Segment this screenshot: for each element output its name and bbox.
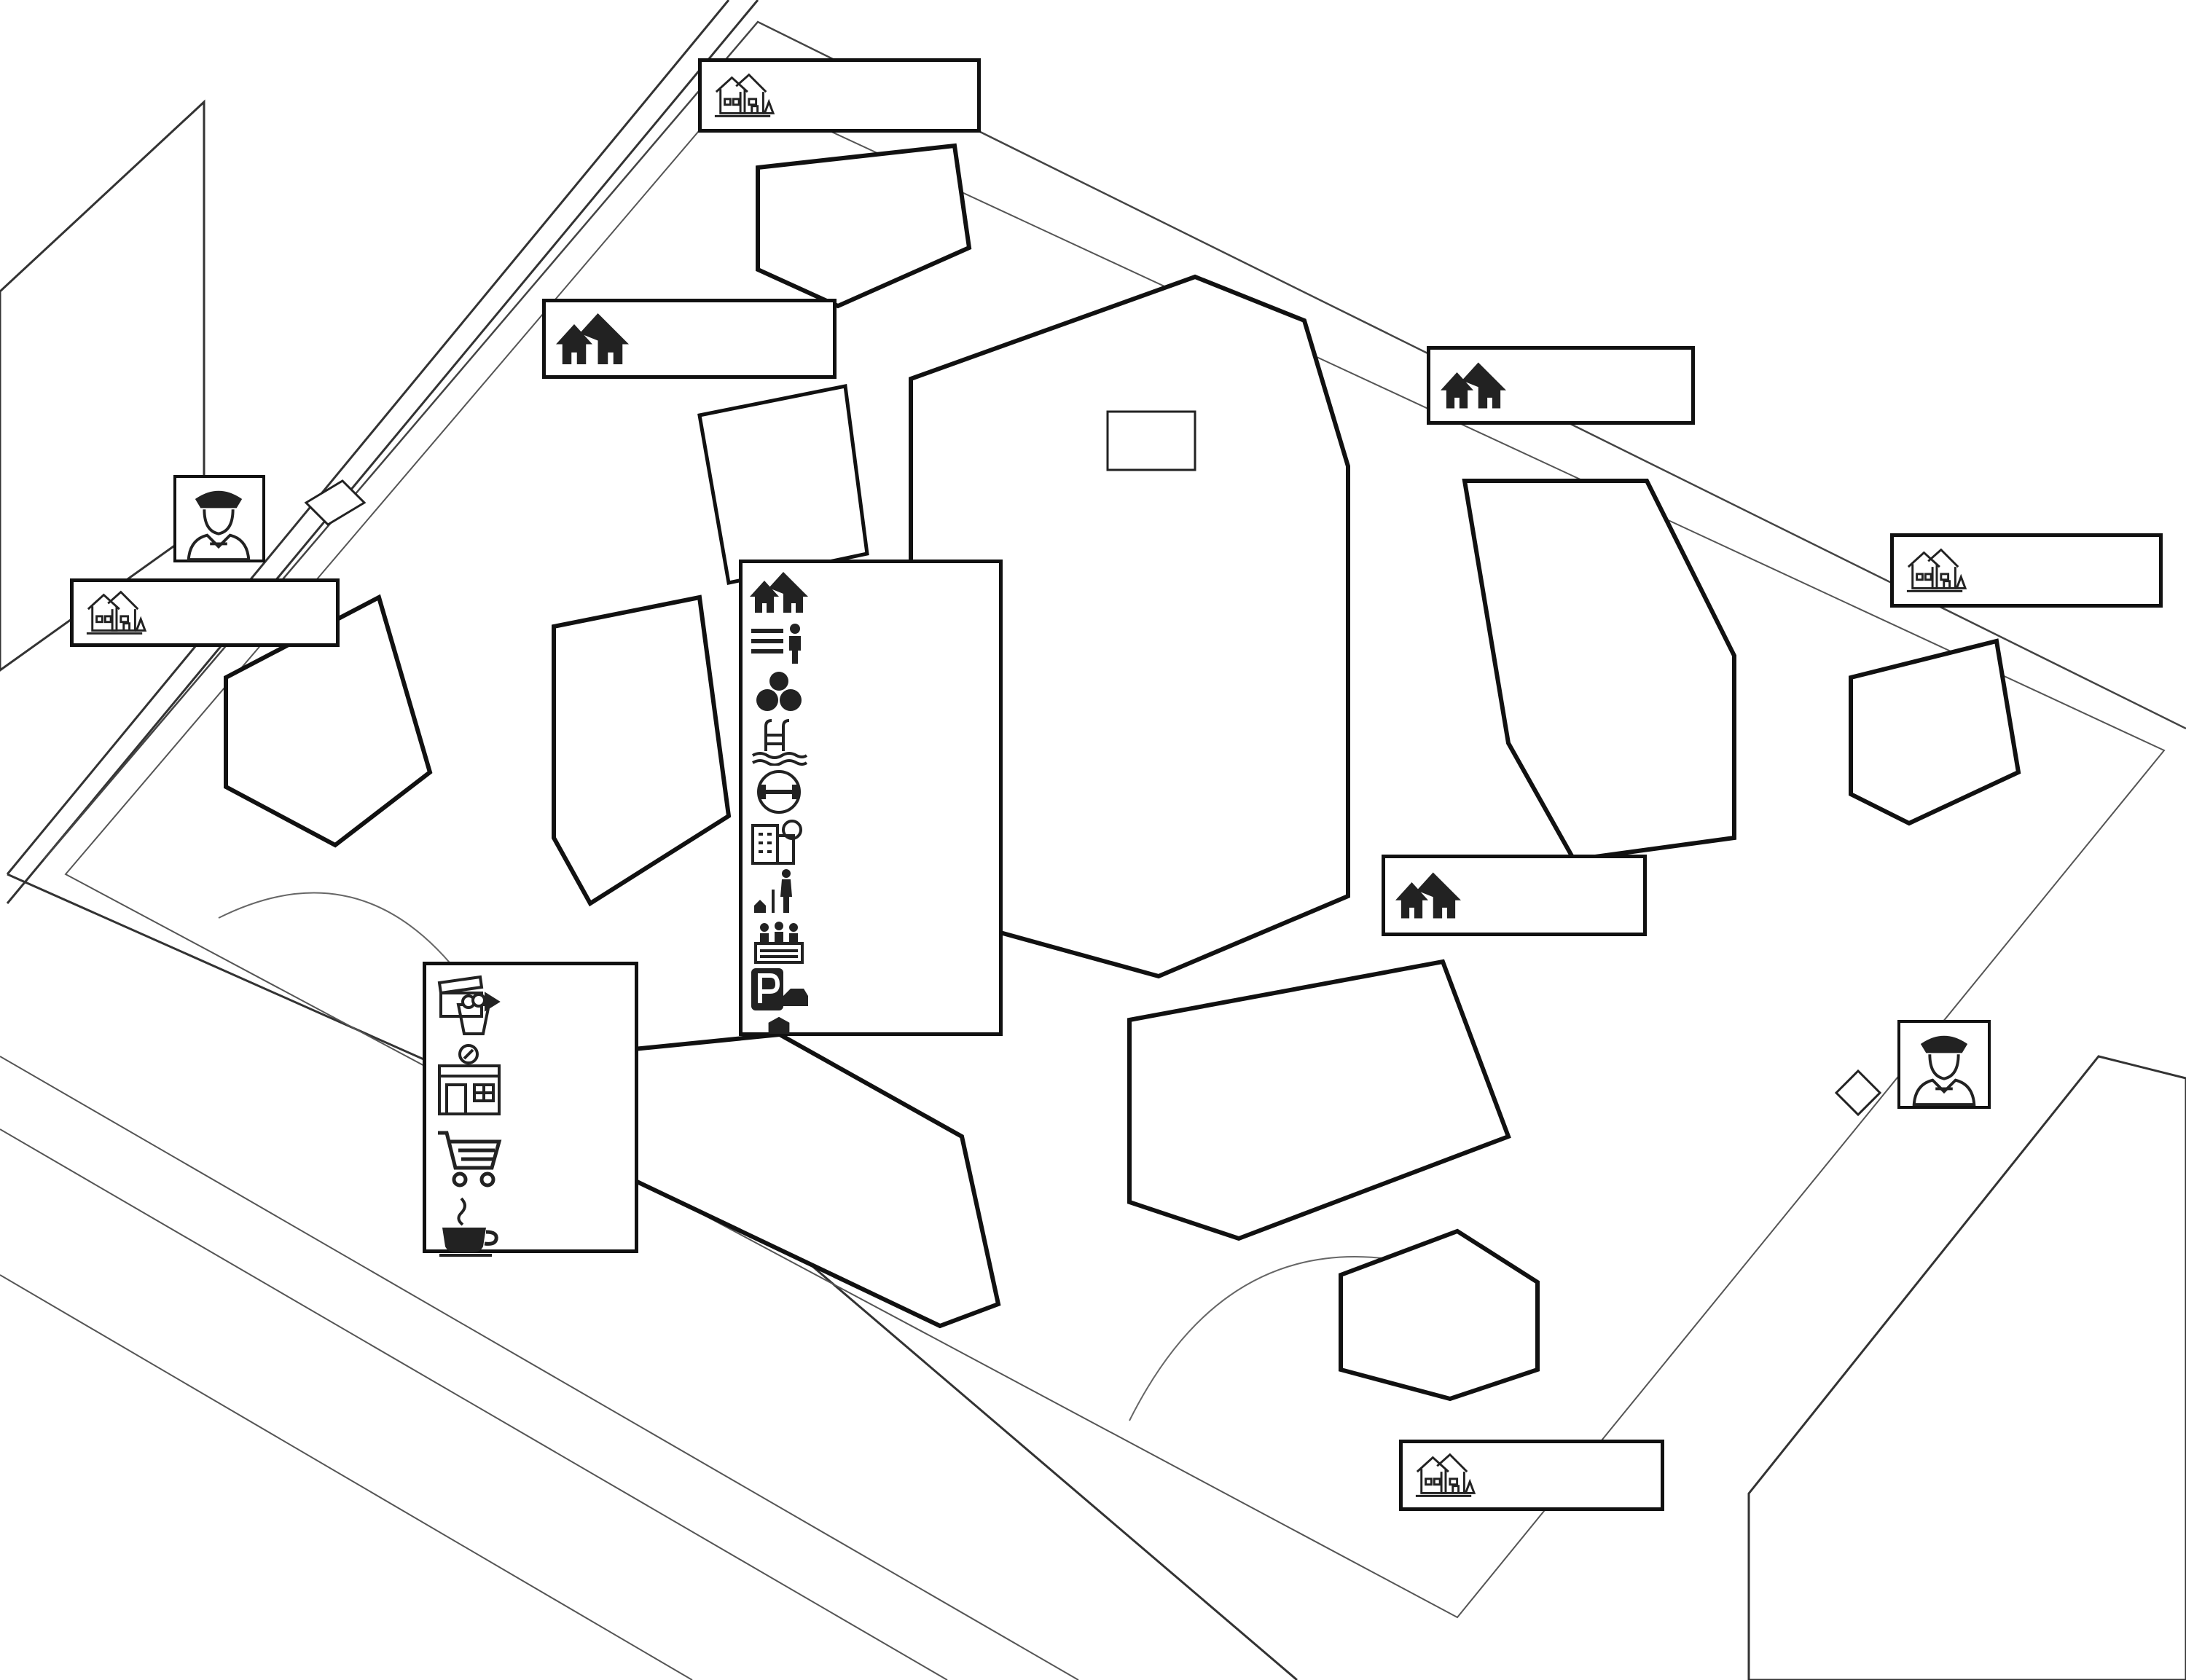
garage-icon [768,1016,790,1034]
label-apartments-ne [1427,346,1695,425]
residential-houses-icon [1395,872,1461,919]
security-guard-icon [1912,1035,1976,1106]
label-apartments-se [1382,855,1647,936]
house-villa-icon [85,591,146,635]
tower-amenities-panel [739,560,1003,1036]
cleaning-service-icon [754,869,792,913]
residential-houses-icon [556,313,629,364]
label-villa-east [1890,533,2163,608]
residential-houses-icon [750,572,808,613]
shopping-cart-icon [438,1131,502,1188]
parking-icon [751,968,808,1010]
house-villa-icon [713,74,775,117]
label-apartments-nw [542,299,837,379]
security-guard-icon [187,490,251,561]
label-villa-north [698,58,981,133]
gym-dumbbell-icon [757,770,801,814]
office-building-icon [751,820,802,865]
community-market-icon [754,922,804,964]
billiards-icon [756,672,802,711]
label-villa-south [1399,1440,1664,1511]
house-villa-icon [1905,549,1967,592]
guard-west [173,475,265,562]
swimming-pool-icon [751,719,808,766]
pharmacy-icon [438,1044,501,1115]
cinema-popcorn-icon [437,975,501,1035]
label-villa-west [70,578,340,647]
supermarket-staff-icon [751,624,801,664]
house-villa-icon [1414,1453,1476,1497]
coffee-cup-icon [439,1197,498,1257]
guard-east [1897,1020,1991,1109]
residential-houses-icon [1441,362,1506,409]
retail-amenities-panel [423,962,638,1257]
